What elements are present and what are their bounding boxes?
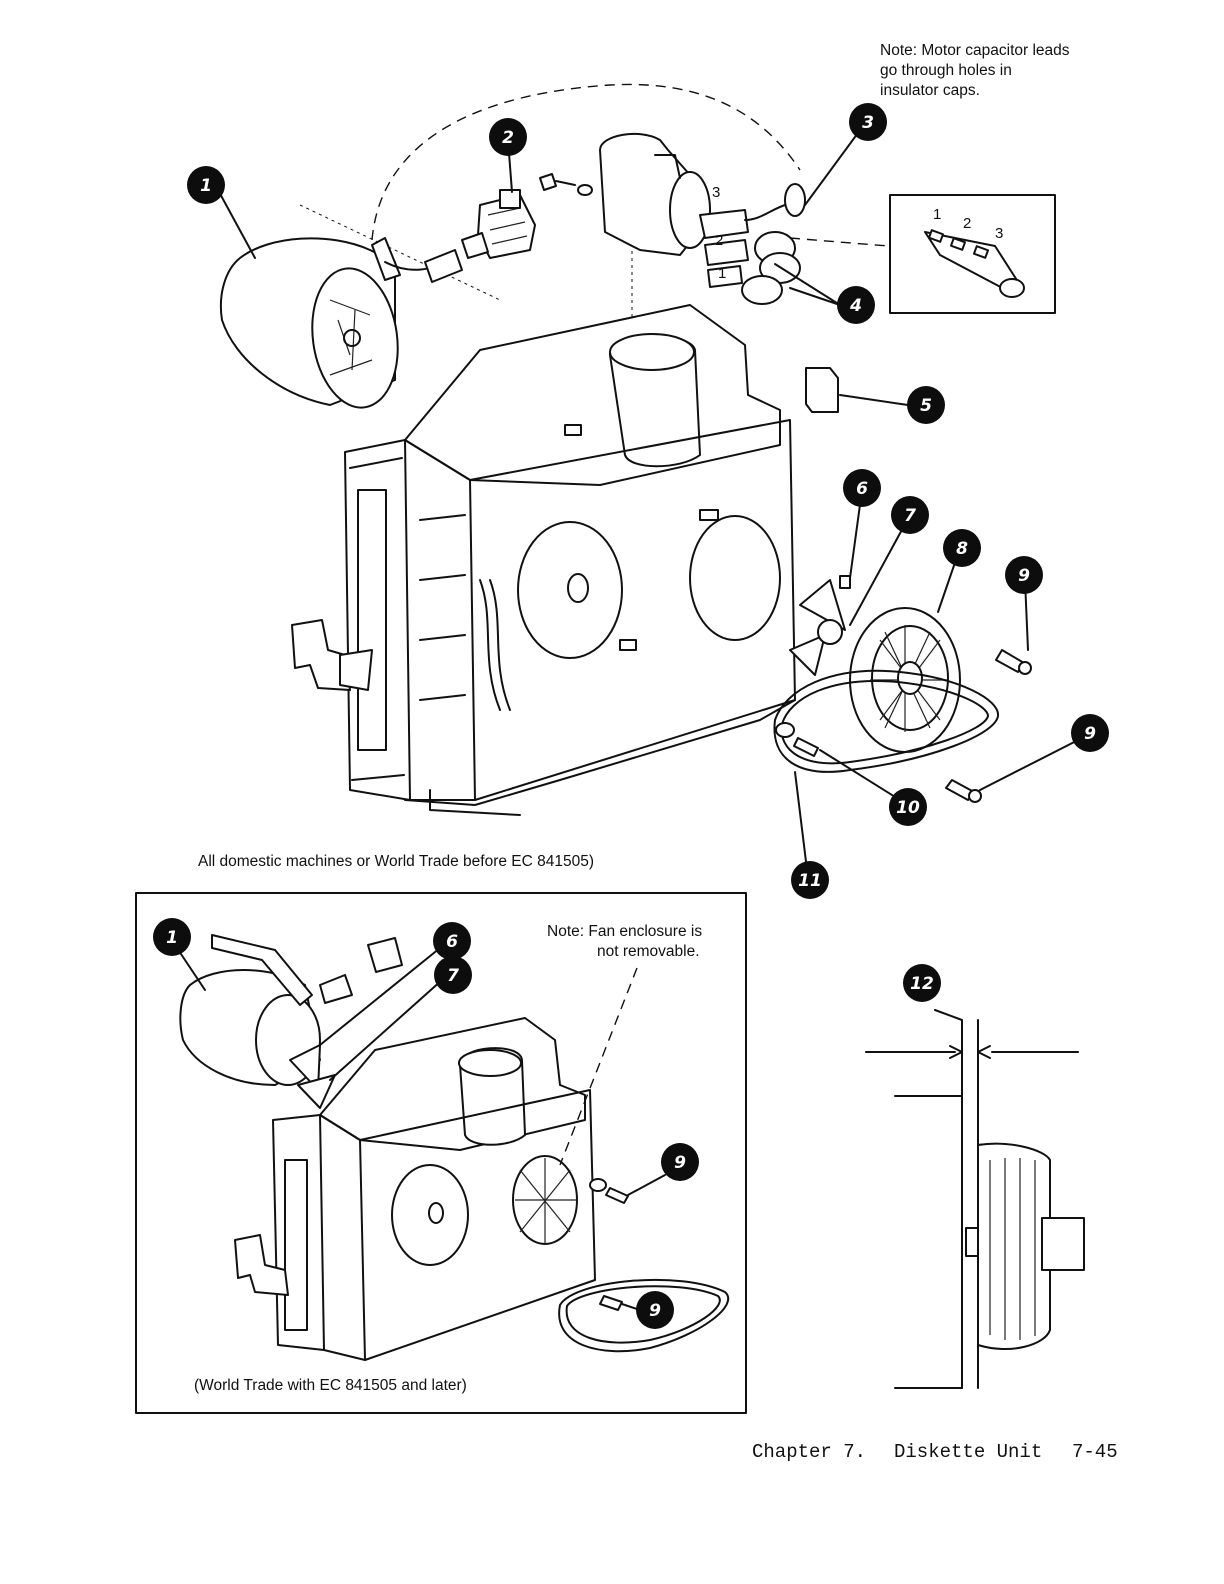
svg-text:1: 1 bbox=[718, 265, 726, 282]
world-trade-caption: (World Trade with EC 841505 and later) bbox=[194, 1376, 467, 1396]
svg-text:1: 1 bbox=[166, 928, 178, 948]
footer-title: Diskette Unit bbox=[894, 1441, 1042, 1463]
motor-capacitor-note: Note: Motor capacitor leads go through h… bbox=[880, 41, 1070, 101]
inset-leader-dashed bbox=[790, 238, 888, 246]
callout-2: 2 bbox=[489, 118, 527, 156]
callout-4: 4 bbox=[837, 286, 875, 324]
callout-6-inset: 6 bbox=[433, 922, 471, 960]
callout-10: 10 bbox=[889, 788, 927, 826]
svg-text:10: 10 bbox=[896, 798, 920, 818]
callout-8: 8 bbox=[943, 529, 981, 567]
footer-page-number: 7-45 bbox=[1072, 1441, 1118, 1463]
svg-text:3: 3 bbox=[712, 184, 720, 201]
terminal-label-1: 1 bbox=[933, 206, 941, 223]
callout-9b: 9 bbox=[1071, 714, 1109, 752]
svg-text:11: 11 bbox=[798, 871, 822, 891]
callout-7: 7 bbox=[891, 496, 929, 534]
svg-text:12: 12 bbox=[910, 974, 934, 994]
small-card bbox=[806, 368, 838, 412]
terminal-label-3: 3 bbox=[995, 225, 1003, 242]
svg-text:4: 4 bbox=[849, 296, 862, 316]
svg-text:9: 9 bbox=[649, 1301, 661, 1321]
fan-enclosure-note-line1: Note: Fan enclosure is bbox=[547, 922, 702, 942]
fan-clearance-profile bbox=[866, 1010, 1084, 1388]
callout-9-inset-a: 9 bbox=[661, 1143, 699, 1181]
svg-text:9: 9 bbox=[674, 1153, 686, 1173]
connector-block bbox=[462, 190, 535, 258]
svg-text:7: 7 bbox=[904, 506, 916, 526]
fan-enclosure-note-line2: not removable. bbox=[597, 942, 700, 962]
callout-1: 1 bbox=[187, 166, 225, 204]
callout-5: 5 bbox=[907, 386, 945, 424]
svg-text:2: 2 bbox=[502, 128, 514, 148]
callout-6: 6 bbox=[843, 469, 881, 507]
callout-12: 12 bbox=[903, 964, 941, 1002]
svg-text:3: 3 bbox=[862, 113, 874, 133]
callout-3: 3 bbox=[849, 103, 887, 141]
domestic-caption: All domestic machines or World Trade bef… bbox=[198, 852, 594, 872]
terminal-label-2: 2 bbox=[963, 215, 971, 232]
svg-text:6: 6 bbox=[446, 932, 458, 952]
svg-text:2: 2 bbox=[715, 232, 723, 249]
svg-text:7: 7 bbox=[447, 966, 459, 986]
svg-text:6: 6 bbox=[856, 479, 868, 499]
svg-text:5: 5 bbox=[920, 396, 932, 416]
footer-chapter: Chapter 7. bbox=[752, 1441, 866, 1463]
fan-blade bbox=[790, 576, 850, 675]
callout-9-inset-b: 9 bbox=[636, 1291, 674, 1329]
svg-text:9: 9 bbox=[1084, 724, 1096, 744]
svg-text:1: 1 bbox=[200, 176, 212, 196]
callout-11: 11 bbox=[791, 861, 829, 899]
capacitor-assembly: 3 2 1 bbox=[540, 134, 805, 304]
terminal-inset bbox=[890, 195, 1055, 313]
svg-text:9: 9 bbox=[1018, 566, 1030, 586]
callout-1-inset: 1 bbox=[153, 918, 191, 956]
callout-7-inset: 7 bbox=[434, 956, 472, 994]
svg-text:8: 8 bbox=[956, 539, 968, 559]
drive-motor bbox=[221, 238, 462, 413]
callout-9a: 9 bbox=[1005, 556, 1043, 594]
